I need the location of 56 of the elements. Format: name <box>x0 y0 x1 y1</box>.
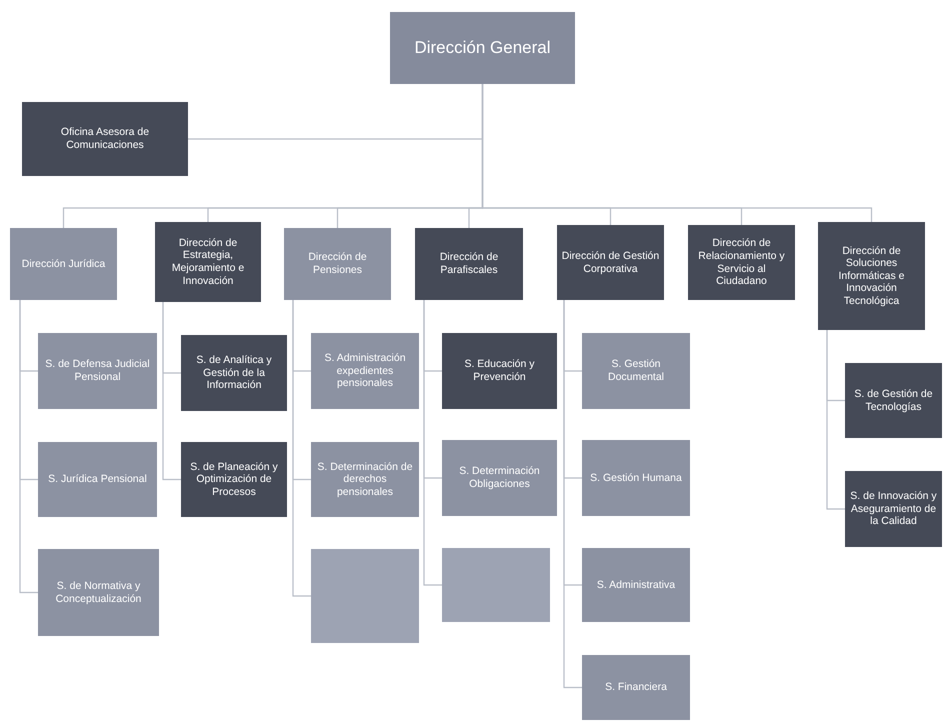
subunit-box <box>38 333 157 409</box>
unit-name: S. de Analítica y Gestión de la Información <box>195 354 273 392</box>
unit-box <box>688 225 795 300</box>
unit-name: S. de Innovación y Aseguramiento de la Calidad <box>849 490 938 528</box>
unit-name: Oficina Asesora de Comunicaciones <box>60 126 150 152</box>
subunit-box <box>582 548 690 622</box>
unit-box <box>442 333 557 409</box>
unit-box <box>845 471 942 547</box>
unit-name: S. Gestión Humana <box>590 472 682 484</box>
unit-name: Dirección de Relacionamiento y Servicio al Ciudadano <box>697 237 786 288</box>
blurred-box <box>442 548 550 622</box>
unit-name: Dirección de Gestión Corporativa <box>560 250 660 276</box>
unit-box <box>22 102 188 176</box>
unit-name: S. Administrativa <box>596 578 676 592</box>
connector-line <box>826 330 845 510</box>
unit-name: S. Determinación de derechos pensionales <box>316 460 414 498</box>
unit-name: S. Jurídica Pensional <box>48 473 147 486</box>
subunit-box <box>582 655 690 720</box>
subunit-box <box>582 440 690 516</box>
unit-name: S. Administración expedientes pensionales <box>323 352 407 390</box>
subunit-box <box>38 442 157 517</box>
unit-name: S. de Planeación y Optimización de Procesos <box>189 460 279 498</box>
unit-box <box>415 228 523 300</box>
unit-name: S. de Gestión de Tecnologías <box>853 388 934 414</box>
subunit-box <box>311 442 419 517</box>
connector-line <box>292 300 311 597</box>
unit-box <box>181 335 287 411</box>
unit-name: Dirección de Soluciones Informáticas e Innovación Tecnológica <box>838 244 906 308</box>
unit-name: S. Educación y Prevención <box>463 358 536 384</box>
unit-box <box>181 442 287 517</box>
unit-box <box>557 225 664 300</box>
subunit-box <box>582 333 690 409</box>
unit-name: S. Financiera <box>605 681 667 694</box>
subunit-box <box>38 549 159 636</box>
unit-name: Dirección de Parafiscales <box>438 251 500 277</box>
unit-name: Dirección General <box>414 38 551 58</box>
unit-name: Dirección de Pensiones <box>307 251 368 277</box>
subunit-box <box>442 440 557 516</box>
unit-name: S. Determinación Obligaciones <box>458 465 541 491</box>
connector-line <box>563 300 582 688</box>
subunit-box <box>10 228 117 300</box>
unit-box <box>155 222 261 302</box>
unit-name: Dirección de Estrategia, Mejoramiento e Innovación <box>170 236 246 288</box>
connector-line <box>19 300 38 594</box>
unit-name: S. de Normativa y Conceptualización <box>54 580 142 606</box>
unit-box <box>818 222 925 330</box>
blurred-box <box>311 549 419 643</box>
unit-box <box>845 363 942 438</box>
unit-name: S. de Defensa Judicial Pensional <box>44 358 151 384</box>
unit-name: S. Gestión Documental <box>606 358 666 384</box>
unit-name: Dirección Jurídica <box>22 258 106 270</box>
subunit-box <box>284 228 391 300</box>
subunit-box <box>311 333 419 409</box>
unit-box <box>390 12 575 84</box>
connector-line <box>162 302 181 480</box>
connector-line <box>423 300 442 586</box>
